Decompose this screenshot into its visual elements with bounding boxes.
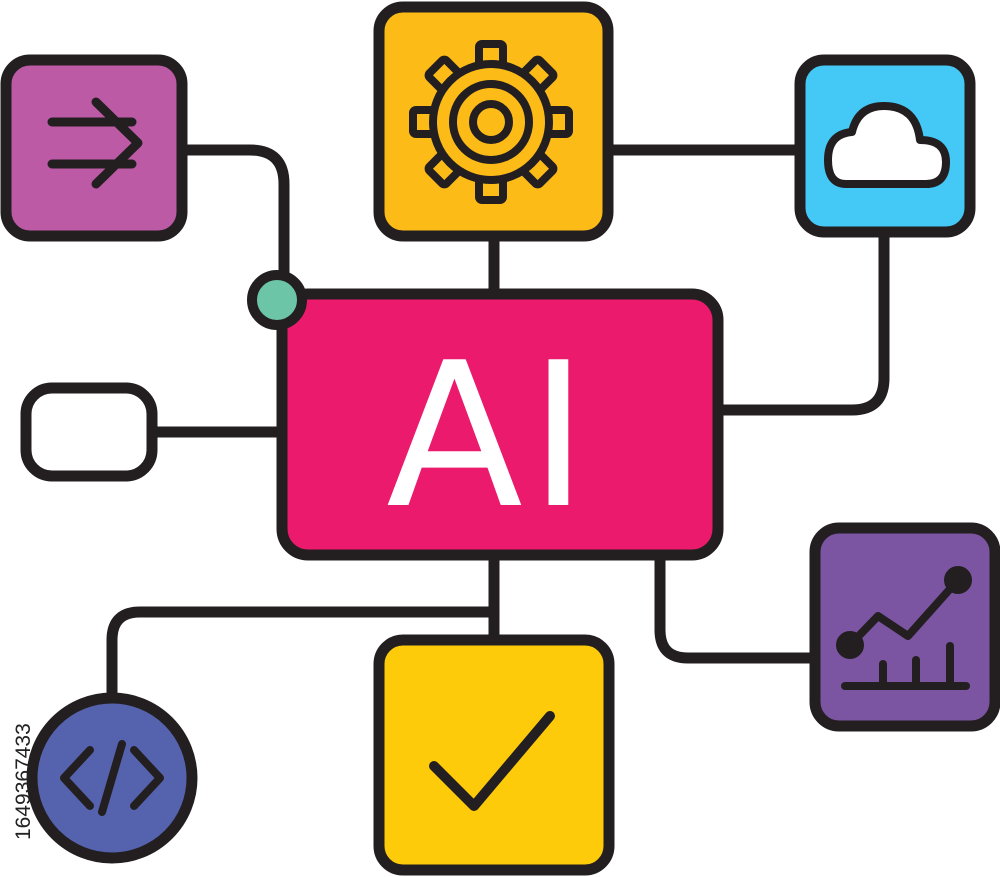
analytics-node-box bbox=[809, 522, 1000, 732]
analytics-node bbox=[809, 522, 1000, 732]
ai-center-node: AI bbox=[276, 288, 724, 561]
arrow-right-icon bbox=[47, 97, 143, 189]
connector-analytics bbox=[654, 549, 821, 664]
gear-icon bbox=[409, 40, 573, 204]
cloud-node bbox=[794, 54, 976, 238]
connectors bbox=[106, 144, 890, 706]
gear-node bbox=[373, 1, 614, 242]
arrow-node-box bbox=[0, 54, 188, 242]
check-node bbox=[373, 634, 615, 876]
ai-center-box bbox=[276, 288, 724, 561]
blank-pill-node bbox=[20, 382, 158, 482]
junction-dot bbox=[247, 270, 307, 330]
line-chart-icon bbox=[836, 566, 972, 690]
checkmark-icon bbox=[429, 711, 555, 811]
connector-cloud bbox=[712, 226, 890, 416]
check-node-box bbox=[373, 634, 615, 876]
connector-arrow bbox=[176, 144, 290, 296]
code-icon bbox=[60, 740, 164, 816]
connector-code bbox=[106, 606, 500, 706]
stock-id-text: 1649367433 bbox=[12, 723, 35, 840]
ai-label: AI bbox=[386, 320, 594, 553]
arrow-node bbox=[0, 54, 188, 242]
code-node bbox=[26, 692, 198, 864]
cloud-icon bbox=[824, 102, 950, 188]
